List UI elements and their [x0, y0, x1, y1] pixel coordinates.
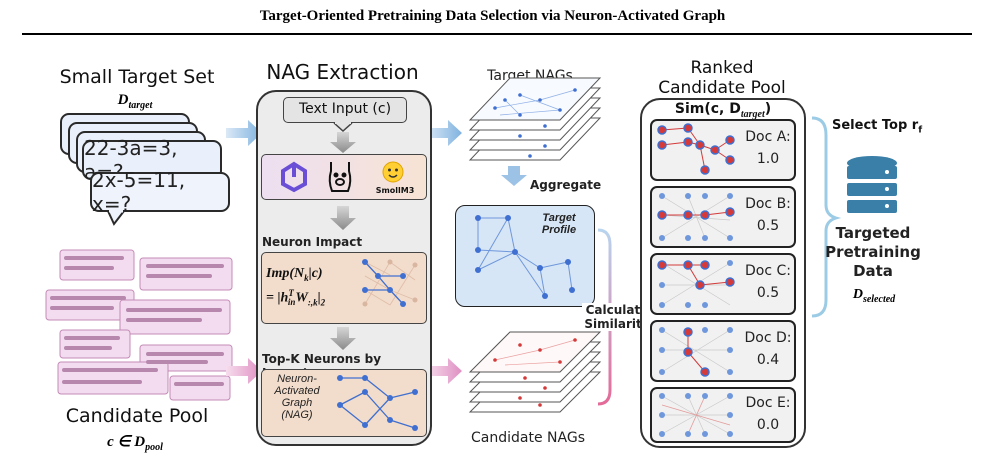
ranked-pool-title: Ranked Candidate Pool [658, 58, 786, 98]
doc-a-score: 1.0 [756, 151, 780, 167]
doc-d-score: 0.4 [756, 352, 780, 368]
impact-formula-line-1: Imp(Nk|c) [266, 266, 323, 283]
doc-b-score: 0.5 [756, 218, 780, 234]
nag-extraction-title: NAG Extraction [266, 60, 419, 84]
doc-d-name: Doc D: [744, 330, 792, 346]
doc-e-name: Doc E: [745, 395, 791, 411]
impact-formula-line-2: = |hTinW:,k|2 [266, 288, 326, 308]
doc-c-score: 0.5 [756, 285, 780, 301]
text-input-box: Text Input (c) [283, 97, 407, 123]
candidate-pool-symbol: c ∈ Dpool [107, 434, 163, 453]
target-profile-label: Target Profile [541, 212, 577, 236]
selected-data-symbol: Dselected [852, 287, 896, 305]
nag-graph-label: Neuron- Activated Graph (NAG) [274, 373, 320, 421]
smollm3-label: SmollM3 [375, 186, 415, 195]
doc-card-c [650, 253, 796, 315]
doc-c-name: Doc C: [745, 263, 791, 279]
doc-card-b [650, 186, 796, 248]
doc-e-score: 0.0 [756, 417, 780, 433]
neuron-impact-box [261, 252, 427, 324]
doc-card-d [650, 320, 796, 382]
target-set-title: Small Target Set [59, 66, 215, 88]
candidate-nags-label: Candidate NAGs [471, 430, 585, 446]
targeted-data-title: Targeted Pretraining Data [825, 224, 921, 280]
select-top-label: Select Top rf [832, 118, 923, 136]
doc-b-name: Doc B: [745, 196, 791, 212]
neuron-impact-label: Neuron Impact [262, 235, 363, 249]
similarity-formula: Sim(c, Dtarget) [674, 101, 772, 120]
aggregate-label: Aggregate [530, 178, 602, 192]
target-set-symbol: Dtarget [117, 92, 153, 111]
title-rule [22, 33, 972, 35]
doc-a-name: Doc A: [745, 129, 791, 145]
doc-card-a [650, 119, 796, 181]
figure-title: Target-Oriented Pretraining Data Selecti… [259, 8, 726, 24]
candidate-pool-title: Candidate Pool [65, 405, 209, 427]
